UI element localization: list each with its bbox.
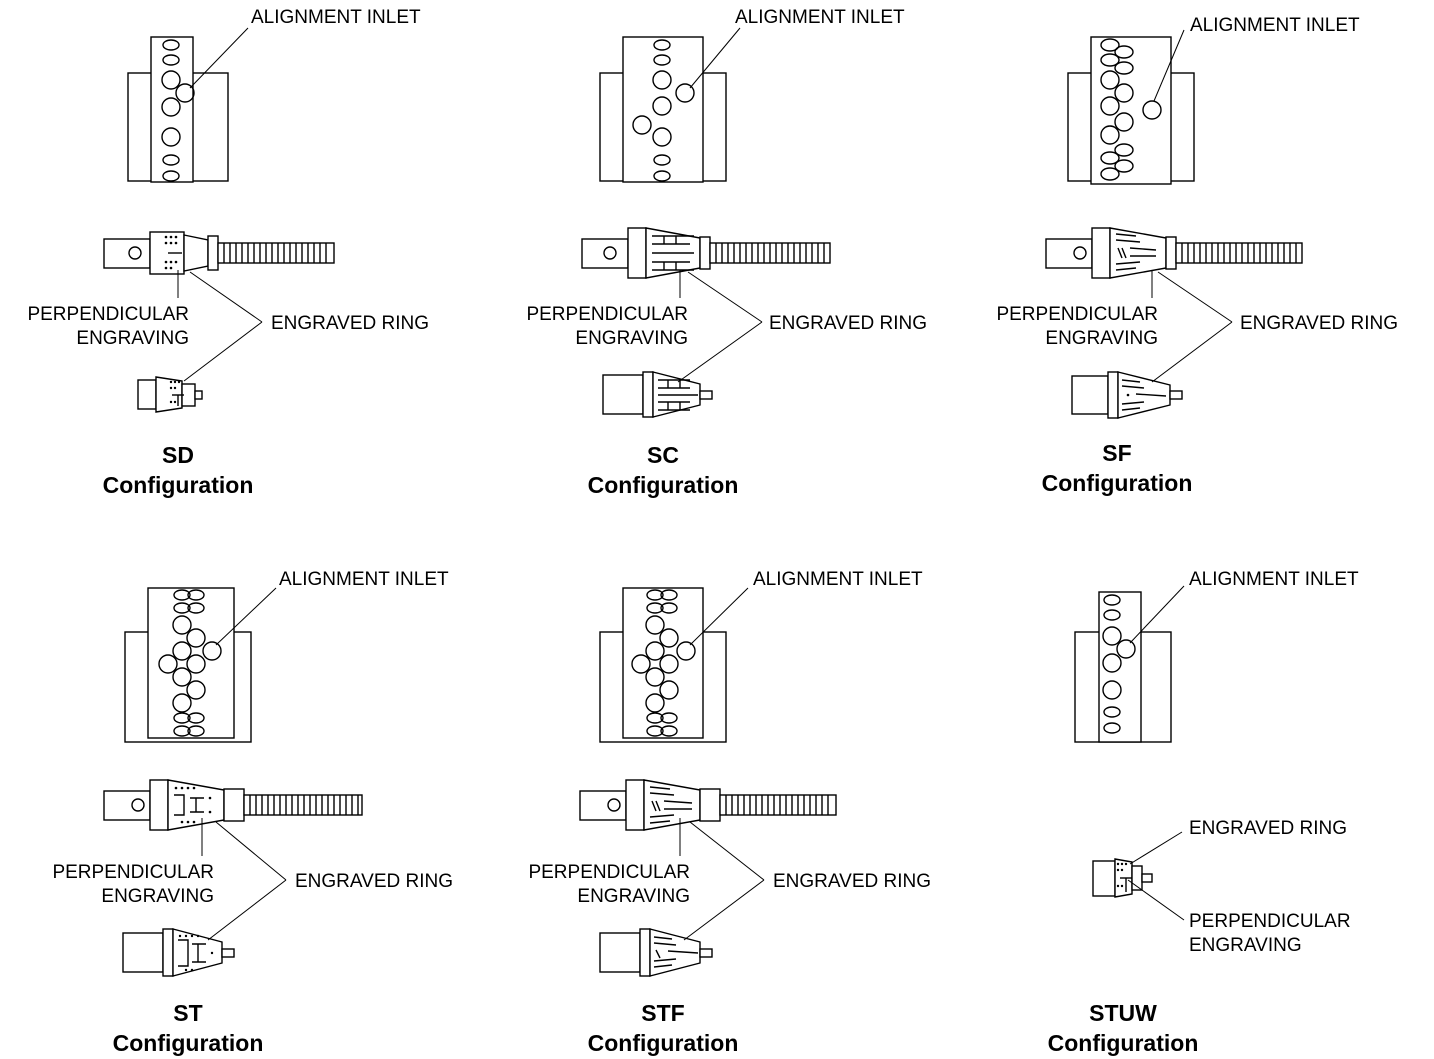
plug-side-view [581, 227, 831, 279]
config-code: ST [173, 1000, 202, 1026]
config-code: SD [162, 442, 194, 468]
config-word: Configuration [113, 1030, 264, 1056]
perpendicular-label: PERPENDICULAR [526, 304, 688, 325]
engraving-label: ENGRAVING [575, 328, 688, 349]
alignment-inlet-label: ALIGNMENT INLET [1189, 569, 1359, 590]
engraved-ring-label: ENGRAVED RING [295, 871, 453, 892]
leader-line [215, 587, 277, 646]
plug-front-view [137, 376, 203, 413]
config-word: Configuration [588, 1030, 739, 1056]
leader-line [689, 821, 765, 881]
leader-line [1129, 831, 1183, 865]
plug-front-view [602, 371, 713, 418]
alignment-inlet-label: ALIGNMENT INLET [1190, 15, 1360, 36]
config-word: Configuration [588, 472, 739, 498]
engraved-ring-label: ENGRAVED RING [1189, 818, 1347, 839]
plug-front-view [599, 928, 713, 977]
leader-line [687, 271, 763, 323]
receptacle-face [599, 36, 727, 183]
receptacle-face [1074, 591, 1172, 743]
leader-line [1153, 29, 1185, 102]
config-st: ALIGNMENT INLET [52, 569, 453, 1056]
config-stuw: ALIGNMENT INLET ENGRAVED RING PERPENDICU… [1048, 569, 1359, 1056]
engraving-label: ENGRAVING [577, 886, 690, 907]
leader-line [1129, 585, 1185, 644]
perpendicular-label: PERPENDICULAR [52, 862, 214, 883]
plug-front-view [1092, 858, 1153, 898]
leader-line [1127, 879, 1185, 921]
engraving-label: ENGRAVING [76, 328, 189, 349]
perpendicular-label: PERPENDICULAR [996, 304, 1158, 325]
leader-line [189, 271, 263, 323]
config-sf: ALIGNMENT INLET [996, 15, 1398, 496]
engraved-ring-label: ENGRAVED RING [271, 313, 429, 334]
config-sd: ALIGNMENT INLET [27, 7, 429, 498]
perpendicular-label: PERPENDICULAR [1189, 911, 1351, 932]
engraved-ring-label: ENGRAVED RING [769, 313, 927, 334]
receptacle-face [1067, 36, 1195, 185]
engraved-ring-label: ENGRAVED RING [773, 871, 931, 892]
alignment-inlet-label: ALIGNMENT INLET [753, 569, 923, 590]
engraved-ring-label: ENGRAVED RING [1240, 313, 1398, 334]
config-code: STUW [1089, 1000, 1157, 1026]
leader-line [207, 879, 287, 941]
config-word: Configuration [1042, 470, 1193, 496]
perpendicular-label: PERPENDICULAR [27, 304, 189, 325]
alignment-inlet-label: ALIGNMENT INLET [735, 7, 905, 28]
leader-line [689, 587, 749, 646]
plug-side-view [103, 779, 363, 831]
leader-line [689, 27, 741, 89]
leader-line [1151, 321, 1233, 383]
plug-front-view [1071, 371, 1183, 419]
alignment-inlet-label: ALIGNMENT INLET [251, 7, 421, 28]
receptacle-face [599, 587, 727, 743]
receptacle-face [124, 587, 252, 743]
config-stf: ALIGNMENT INLET [528, 569, 931, 1056]
plug-side-view [1045, 227, 1303, 279]
receptacle-face [127, 36, 229, 183]
plug-side-view [103, 231, 335, 275]
plug-front-view [122, 928, 235, 977]
leader-line [677, 321, 763, 383]
engraving-label: ENGRAVING [1045, 328, 1158, 349]
engraving-label: ENGRAVING [1189, 935, 1302, 956]
leader-line [1157, 271, 1233, 323]
config-code: SF [1102, 440, 1131, 466]
config-word: Configuration [1048, 1030, 1199, 1056]
plug-side-view [579, 779, 837, 831]
config-code: SC [647, 442, 679, 468]
perpendicular-label: PERPENDICULAR [528, 862, 690, 883]
alignment-inlet-label: ALIGNMENT INLET [279, 569, 449, 590]
leader-line [215, 821, 287, 881]
leader-line [183, 321, 263, 382]
config-code: STF [641, 1000, 684, 1026]
config-sc: ALIGNMENT INLET [526, 7, 927, 498]
engraving-label: ENGRAVING [101, 886, 214, 907]
config-word: Configuration [103, 472, 254, 498]
leader-line [189, 27, 249, 89]
leader-line [683, 879, 765, 941]
